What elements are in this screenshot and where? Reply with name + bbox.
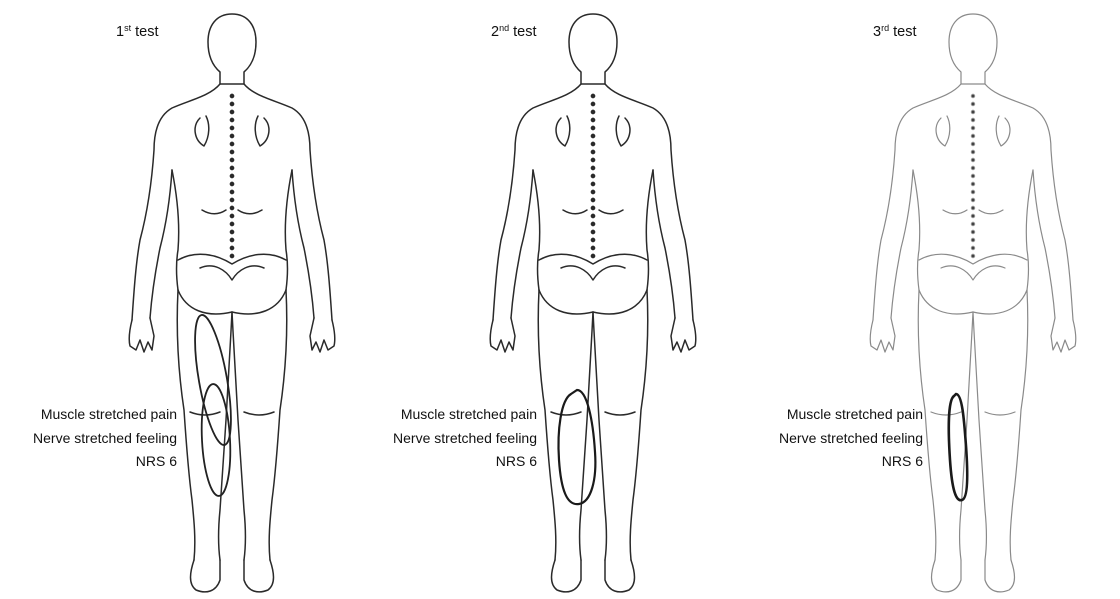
title-number: 2 (491, 24, 499, 40)
note-muscle-pain: Muscle stretched pain (33, 403, 177, 427)
panel-2nd-test: 2nd test Muscle stretched pain Nerve str… (373, 0, 746, 599)
note-nrs-score: NRS 6 (779, 450, 923, 474)
note-muscle-pain: Muscle stretched pain (779, 403, 923, 427)
pain-area-marking-2 (559, 390, 596, 504)
note-nerve-feeling: Nerve stretched feeling (33, 427, 177, 451)
title-number: 3 (873, 24, 881, 40)
note-nerve-feeling: Nerve stretched feeling (779, 427, 923, 451)
panel-1st-test: 1st test Muscle stretched pain Nerve str… (0, 0, 373, 599)
body-figure-3 (746, 0, 1119, 599)
symptom-notes: Muscle stretched pain Nerve stretched fe… (393, 403, 537, 474)
title-label: test (889, 24, 916, 40)
pain-area-marking-3 (949, 394, 967, 500)
title-number: 1 (116, 24, 124, 40)
symptom-notes: Muscle stretched pain Nerve stretched fe… (779, 403, 923, 474)
title-label: test (131, 24, 158, 40)
note-nrs-score: NRS 6 (33, 450, 177, 474)
note-nerve-feeling: Nerve stretched feeling (393, 427, 537, 451)
note-muscle-pain: Muscle stretched pain (393, 403, 537, 427)
title-ordinal-suffix: nd (499, 23, 509, 33)
panel-title: 1st test (116, 24, 159, 40)
title-ordinal-suffix: rd (881, 23, 889, 33)
body-figure-1 (0, 0, 373, 599)
body-figure-2 (373, 0, 746, 599)
panel-3rd-test: 3rd test Muscle stretched pain Nerve str… (746, 0, 1119, 599)
title-label: test (509, 24, 536, 40)
note-nrs-score: NRS 6 (393, 450, 537, 474)
panel-title: 2nd test (491, 24, 537, 40)
panel-title: 3rd test (873, 24, 917, 40)
symptom-notes: Muscle stretched pain Nerve stretched fe… (33, 403, 177, 474)
